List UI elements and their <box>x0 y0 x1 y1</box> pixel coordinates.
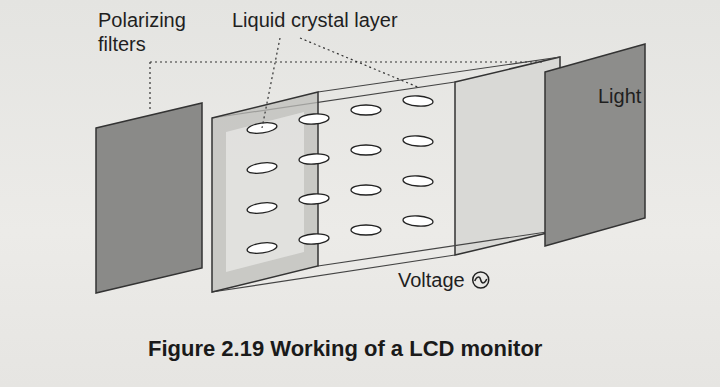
part-label: Voltage <box>398 268 465 292</box>
crystal-molecule <box>351 225 381 235</box>
crystal-molecule <box>403 95 434 107</box>
crystal-molecule <box>351 185 381 195</box>
crystal-molecule <box>403 215 434 227</box>
crystal-molecule <box>299 153 330 165</box>
polarizing-filter <box>545 44 645 246</box>
crystal-molecule <box>299 233 330 245</box>
crystal-molecule <box>246 201 277 215</box>
plane-highlight <box>226 112 304 272</box>
part-label: Light <box>598 84 678 108</box>
crystal-molecule <box>299 193 330 205</box>
ac-symbol <box>473 272 489 288</box>
leader-lines <box>150 38 545 128</box>
part-label: Polarizing filters <box>98 8 228 56</box>
crystal-molecule <box>403 175 434 187</box>
part-label: Liquid crystal layer <box>232 8 462 32</box>
polarizing-filter <box>96 103 202 293</box>
crystal-molecule <box>351 105 381 115</box>
crystal-molecule <box>246 241 277 255</box>
figure-caption: Figure 2.19 Working of a LCD monitor <box>148 336 542 362</box>
crystal-box-edges <box>212 57 560 292</box>
liquid-crystals <box>246 95 433 255</box>
crystal-molecule <box>351 145 381 155</box>
crystal-molecule <box>246 161 277 175</box>
crystal-molecule <box>299 113 330 125</box>
crystal-molecule <box>403 135 434 147</box>
